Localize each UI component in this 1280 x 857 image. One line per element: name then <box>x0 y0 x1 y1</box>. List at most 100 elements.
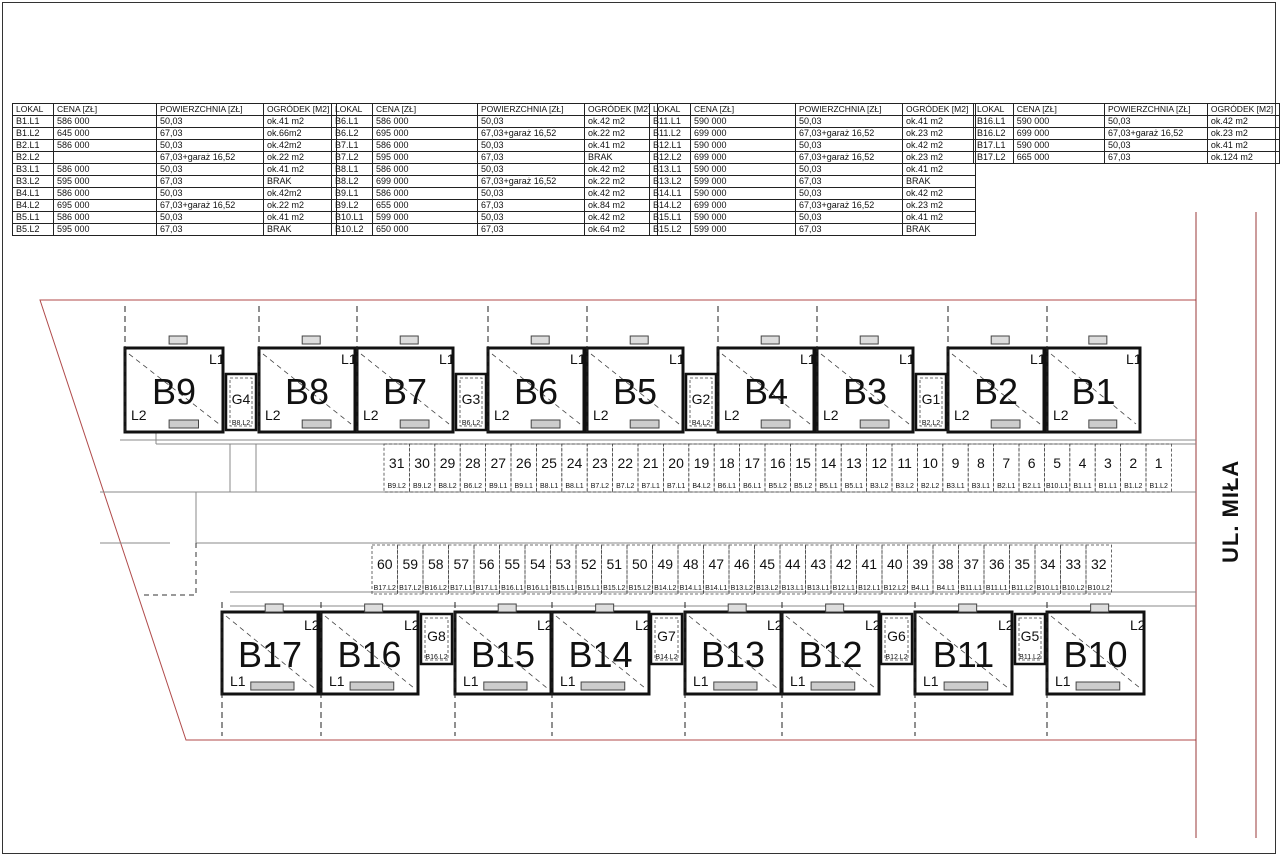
parking-spot-outline <box>586 443 614 493</box>
parking-spot-owner: B9.L2 <box>413 483 431 490</box>
parking-spot-owner: B15.L1 <box>578 585 600 592</box>
parking-spot-outline <box>1044 443 1071 493</box>
diagonal-line <box>262 353 352 425</box>
parking-spot-owner: B4.L2 <box>692 483 710 490</box>
parking-spot-owner: B8.L2 <box>438 483 456 490</box>
parking-spot-owner: B12.L2 <box>884 585 906 592</box>
parking-spot-outline <box>881 544 908 595</box>
parking-spot-outline <box>907 544 934 595</box>
entrance-step <box>958 603 978 613</box>
terrace-block <box>301 419 332 429</box>
terrace-block <box>168 419 200 429</box>
unit-label-l1: L1 <box>463 673 479 689</box>
parking-spot-number: 18 <box>719 455 735 471</box>
building-label: B7 <box>383 371 427 412</box>
parking-spot-owner: B13.L1 <box>782 585 804 592</box>
unit-label-l2: L2 <box>265 407 281 423</box>
parking-spot-number: 8 <box>977 455 985 471</box>
unit-label-l1: L1 <box>341 351 357 367</box>
building-label: B12 <box>798 634 862 675</box>
parking-spot-number: 9 <box>952 455 960 471</box>
parking-spot-outline <box>840 443 868 493</box>
parking-spot-owner: B9.L1 <box>515 483 533 490</box>
parking-spot-owner: B14.L1 <box>705 585 727 592</box>
parking-spot-number: 32 <box>1091 556 1107 572</box>
garage-assignment: B8.L2 <box>232 420 250 427</box>
parking-spot-outline <box>626 544 653 595</box>
parking-spot-number: 47 <box>708 556 724 572</box>
parking-spot-outline <box>459 443 487 493</box>
diagonal-line <box>820 353 910 425</box>
parking-spot-owner: B6.L1 <box>718 483 736 490</box>
unit-label-l1: L1 <box>800 351 816 367</box>
parking-spot-number: 16 <box>770 455 786 471</box>
garage-outline <box>879 612 914 666</box>
parking-spot-outline <box>1060 544 1087 595</box>
parking-spot-number: 57 <box>453 556 469 572</box>
terrace-block <box>1075 681 1121 691</box>
entrance-step <box>1090 603 1110 613</box>
parking-spot-owner: B5.L1 <box>845 483 863 490</box>
parking-spot-outline <box>983 544 1010 595</box>
parking-spot-outline <box>993 443 1020 493</box>
table-cell: BRAK <box>902 223 976 236</box>
parking-spot-owner: B4.L1 <box>911 585 929 592</box>
building-label: B8 <box>285 371 329 412</box>
unit-label-l1: L1 <box>1030 351 1046 367</box>
diagonal-line <box>590 353 680 425</box>
table-cell: 67,03 <box>156 223 264 236</box>
entrance-step <box>497 603 517 613</box>
building-label: B2 <box>974 371 1018 412</box>
entrance-step <box>530 335 550 345</box>
garage-inner <box>919 377 943 427</box>
parking-spot-owner: B13.L1 <box>807 585 829 592</box>
diagonal-line <box>1050 615 1141 689</box>
parking-spot-owner: B2.L1 <box>997 483 1015 490</box>
building-outline <box>453 610 553 696</box>
parking-spot-number: 55 <box>504 556 520 572</box>
parking-spot-outline <box>1069 443 1096 493</box>
parking-spot-number: 37 <box>963 556 979 572</box>
parking-spot-outline <box>856 544 883 595</box>
parking-spot-number: 22 <box>618 455 634 471</box>
unit-label-l2: L2 <box>998 617 1014 633</box>
parking-spot-owner: B5.L2 <box>794 483 812 490</box>
parking-spot-number: 60 <box>377 556 393 572</box>
parking-spot-number: 27 <box>491 455 507 471</box>
parking-spot-outline <box>1009 544 1036 595</box>
unit-label-l1: L1 <box>329 673 345 689</box>
unit-label-l1: L1 <box>899 351 915 367</box>
parking-spot-outline <box>815 443 842 493</box>
parking-spot-owner: B10.L1 <box>1046 483 1068 490</box>
parking-spot-number: 28 <box>465 455 481 471</box>
parking-spot-number: 24 <box>567 455 583 471</box>
parking-spot-outline <box>473 544 500 595</box>
entrance-step <box>595 603 615 613</box>
terrace-block <box>629 419 660 429</box>
parking-spot-outline <box>637 443 664 493</box>
